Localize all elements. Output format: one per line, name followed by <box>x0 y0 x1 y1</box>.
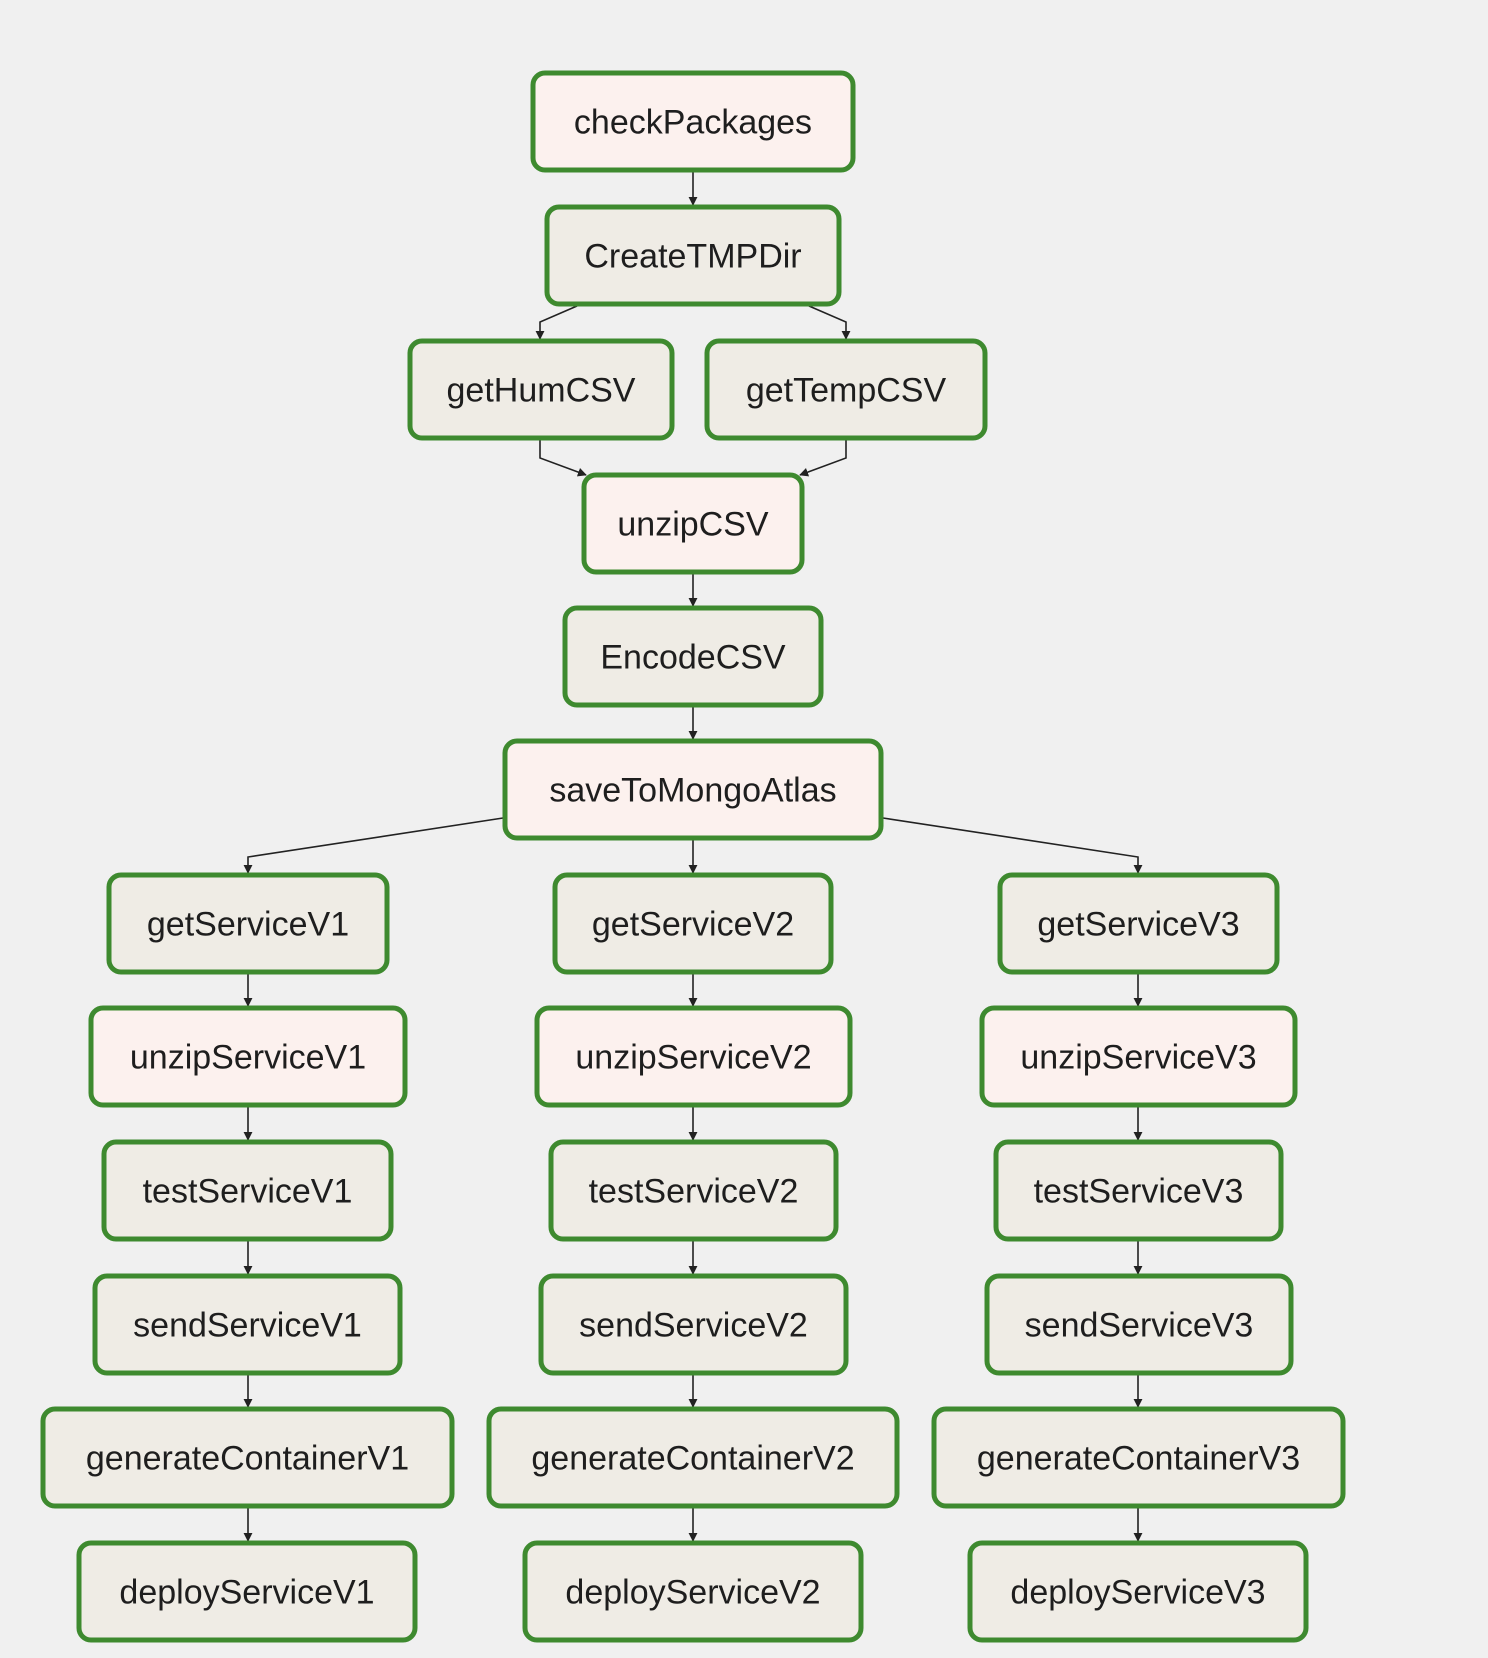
node-getHumCSV[interactable]: getHumCSV <box>407 338 675 441</box>
node-testServiceV3[interactable]: testServiceV3 <box>993 1139 1284 1242</box>
node-box <box>544 204 842 307</box>
node-box <box>581 472 805 575</box>
node-getTempCSV[interactable]: getTempCSV <box>704 338 988 441</box>
node-label: unzipServiceV2 <box>575 1039 811 1077</box>
node-unzipServiceV2[interactable]: unzipServiceV2 <box>534 1005 853 1108</box>
node-box <box>993 1139 1284 1242</box>
node-box <box>88 1005 408 1108</box>
node-box <box>552 872 834 975</box>
node-unzipServiceV3[interactable]: unzipServiceV3 <box>979 1005 1298 1108</box>
node-box <box>522 1540 864 1643</box>
node-deployServiceV2[interactable]: deployServiceV2 <box>522 1540 864 1643</box>
edge-CreateTMPDir-to-getHumCSV <box>535 305 578 340</box>
node-label: unzipCSV <box>617 506 769 544</box>
node-box <box>101 1139 394 1242</box>
node-box <box>538 1273 849 1376</box>
node-label: deployServiceV3 <box>1010 1574 1265 1612</box>
node-generateContainerV3[interactable]: generateContainerV3 <box>931 1406 1346 1509</box>
node-deployServiceV3[interactable]: deployServiceV3 <box>967 1540 1309 1643</box>
node-label: CreateTMPDir <box>584 238 801 276</box>
node-box <box>486 1406 900 1509</box>
node-sendServiceV1[interactable]: sendServiceV1 <box>92 1273 403 1376</box>
node-checkPackages[interactable]: checkPackages <box>530 70 856 173</box>
node-box <box>562 605 824 708</box>
edge-CreateTMPDir-to-getTempCSV <box>808 305 851 340</box>
node-label: getTempCSV <box>746 372 947 410</box>
edges-layer <box>243 172 1143 1542</box>
node-label: deployServiceV1 <box>119 1574 374 1612</box>
node-label: getServiceV2 <box>592 906 794 944</box>
node-testServiceV1[interactable]: testServiceV1 <box>101 1139 394 1242</box>
node-box <box>40 1406 455 1509</box>
edge-getHumCSV-to-unzipCSV <box>539 440 587 477</box>
node-label: getServiceV1 <box>147 906 349 944</box>
node-box <box>967 1540 1309 1643</box>
node-label: deployServiceV2 <box>565 1574 820 1612</box>
node-saveToMongoAtlas[interactable]: saveToMongoAtlas <box>502 738 884 841</box>
edge-saveToMongoAtlas-to-getServiceV3 <box>882 817 1143 874</box>
edge-saveToMongoAtlas-to-getServiceV1 <box>243 817 504 874</box>
node-box <box>984 1273 1294 1376</box>
node-label: generateContainerV2 <box>531 1440 854 1478</box>
node-testServiceV2[interactable]: testServiceV2 <box>548 1139 839 1242</box>
node-box <box>502 738 884 841</box>
node-label: testServiceV2 <box>589 1173 799 1211</box>
node-box <box>931 1406 1346 1509</box>
node-generateContainerV1[interactable]: generateContainerV1 <box>40 1406 455 1509</box>
node-deployServiceV1[interactable]: deployServiceV1 <box>76 1540 418 1643</box>
node-box <box>92 1273 403 1376</box>
node-box <box>997 872 1280 975</box>
node-label: sendServiceV1 <box>133 1307 362 1345</box>
node-sendServiceV2[interactable]: sendServiceV2 <box>538 1273 849 1376</box>
node-label: testServiceV1 <box>143 1173 353 1211</box>
node-label: generateContainerV1 <box>86 1440 409 1478</box>
node-box <box>704 338 988 441</box>
node-label: checkPackages <box>574 104 812 142</box>
node-box <box>407 338 675 441</box>
node-unzipServiceV1[interactable]: unzipServiceV1 <box>88 1005 408 1108</box>
node-label: sendServiceV3 <box>1025 1307 1254 1345</box>
node-box <box>548 1139 839 1242</box>
node-getServiceV2[interactable]: getServiceV2 <box>552 872 834 975</box>
edge-getTempCSV-to-unzipCSV <box>799 440 847 477</box>
node-box <box>534 1005 853 1108</box>
node-getServiceV3[interactable]: getServiceV3 <box>997 872 1280 975</box>
node-box <box>530 70 856 173</box>
node-unzipCSV[interactable]: unzipCSV <box>581 472 805 575</box>
node-label: unzipServiceV1 <box>130 1039 366 1077</box>
node-box <box>76 1540 418 1643</box>
node-label: sendServiceV2 <box>579 1307 808 1345</box>
node-label: getServiceV3 <box>1037 906 1239 944</box>
node-label: getHumCSV <box>447 372 636 410</box>
node-label: generateContainerV3 <box>977 1440 1300 1478</box>
node-EncodeCSV[interactable]: EncodeCSV <box>562 605 824 708</box>
node-CreateTMPDir[interactable]: CreateTMPDir <box>544 204 842 307</box>
node-label: EncodeCSV <box>600 639 786 677</box>
node-box <box>979 1005 1298 1108</box>
node-label: unzipServiceV3 <box>1020 1039 1256 1077</box>
node-getServiceV1[interactable]: getServiceV1 <box>106 872 390 975</box>
node-label: testServiceV3 <box>1034 1173 1244 1211</box>
node-box <box>106 872 390 975</box>
node-generateContainerV2[interactable]: generateContainerV2 <box>486 1406 900 1509</box>
node-label: saveToMongoAtlas <box>549 772 836 810</box>
node-sendServiceV3[interactable]: sendServiceV3 <box>984 1273 1294 1376</box>
